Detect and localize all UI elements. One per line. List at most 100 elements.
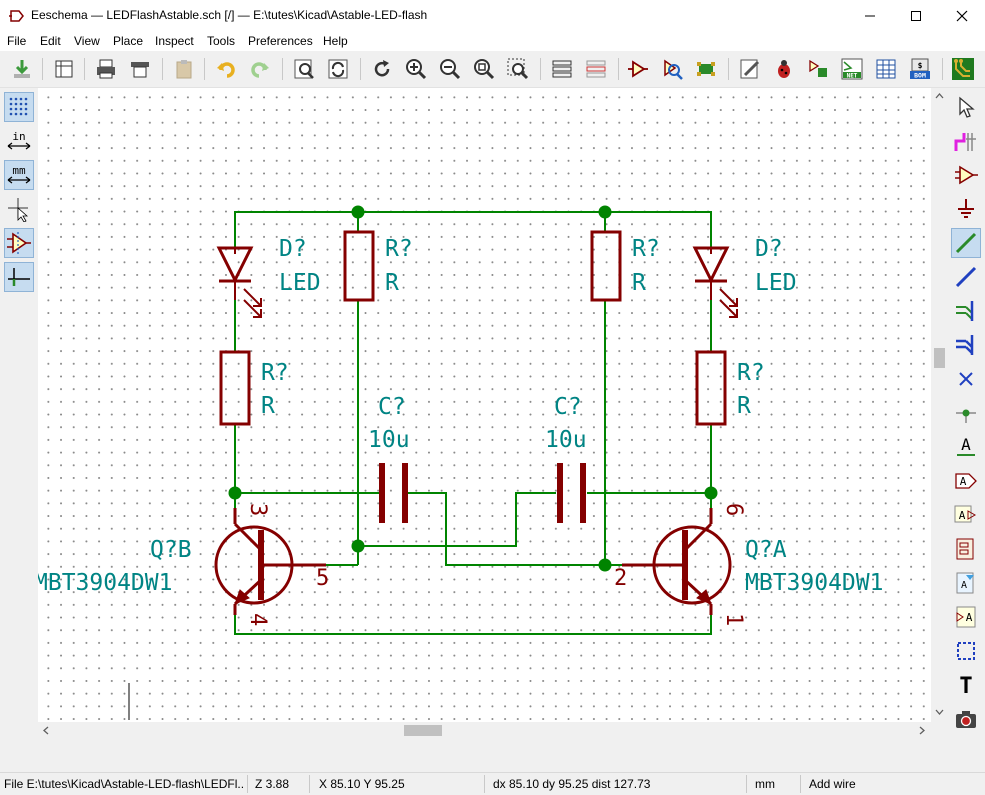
- status-zoom: Z 3.88: [255, 777, 290, 791]
- print-button[interactable]: [92, 55, 120, 83]
- leave-sheet-button[interactable]: [582, 55, 610, 83]
- undo-button[interactable]: [212, 55, 240, 83]
- assign-footprints-button[interactable]: [804, 55, 832, 83]
- bus-bus-entry-icon: [956, 335, 974, 355]
- redo-icon: [251, 62, 269, 78]
- menu-inspect[interactable]: Inspect: [155, 34, 194, 48]
- status-mode: Add wire: [809, 777, 856, 791]
- menu-place[interactable]: Place: [113, 34, 144, 48]
- netlist-icon: NET: [841, 58, 863, 80]
- annotate-button[interactable]: [736, 55, 764, 83]
- netlist-button[interactable]: NET: [838, 55, 866, 83]
- close-button[interactable]: [939, 0, 985, 31]
- find-icon: [294, 59, 314, 79]
- maximize-button[interactable]: [893, 0, 939, 31]
- units-inches-button[interactable]: in: [4, 126, 34, 156]
- erc-button[interactable]: [770, 55, 798, 83]
- import-sheet-pin-button[interactable]: A: [951, 568, 981, 598]
- symbol-browser-button[interactable]: [658, 55, 686, 83]
- resistor-right-led-symbol[interactable]: [695, 350, 727, 426]
- undo-icon: [217, 62, 235, 78]
- select-tool-button[interactable]: [951, 92, 981, 122]
- edit-fields-button[interactable]: [872, 55, 900, 83]
- main-toolbar: NET $BOM: [0, 51, 985, 88]
- add-junction-button[interactable]: [951, 398, 981, 428]
- toggle-grid-button[interactable]: [4, 92, 34, 122]
- menu-view[interactable]: View: [74, 34, 100, 48]
- junction-icon: [956, 409, 976, 423]
- add-global-label-button[interactable]: A: [951, 466, 981, 496]
- cap-right-ref: C?: [554, 394, 582, 420]
- find-button[interactable]: [290, 55, 318, 83]
- add-hierarchical-label-button[interactable]: A: [951, 500, 981, 530]
- add-wire-button[interactable]: [951, 228, 981, 258]
- resistor-left-top-symbol[interactable]: [343, 230, 375, 302]
- download-arrow-icon: [14, 60, 30, 78]
- find-replace-button[interactable]: [324, 55, 352, 83]
- add-bus-button[interactable]: [951, 262, 981, 292]
- units-mm-button[interactable]: mm: [4, 160, 34, 190]
- zoom-fit-button[interactable]: [470, 55, 498, 83]
- minimize-button[interactable]: [847, 0, 893, 31]
- add-bus-to-bus-entry-button[interactable]: [951, 330, 981, 360]
- led-right-symbol[interactable]: [692, 246, 738, 318]
- add-no-connect-button[interactable]: [951, 364, 981, 394]
- plot-button[interactable]: [126, 55, 154, 83]
- show-hidden-pins-button[interactable]: [4, 228, 34, 258]
- orthogonal-lines-button[interactable]: [4, 262, 34, 292]
- footprint-editor-button[interactable]: [692, 55, 720, 83]
- resistor-right-top-symbol[interactable]: [590, 230, 622, 302]
- add-wire-to-bus-entry-button[interactable]: [951, 296, 981, 326]
- redraw-button[interactable]: [368, 55, 396, 83]
- menu-file[interactable]: File: [7, 34, 27, 48]
- bom-icon: $BOM: [910, 58, 930, 80]
- vertical-scrollbar[interactable]: [931, 88, 948, 722]
- schematic-canvas[interactable]: 3 5 4 6 2 1 D? LED D? LED R? R R? R R? R…: [38, 88, 931, 722]
- add-symbol-button[interactable]: [951, 160, 981, 190]
- bom-button[interactable]: $BOM: [906, 55, 934, 83]
- hierarchy-navigator-button[interactable]: [548, 55, 576, 83]
- redo-button[interactable]: [246, 55, 274, 83]
- menu-edit[interactable]: Edit: [40, 34, 61, 48]
- paste-button[interactable]: [170, 55, 198, 83]
- zoom-out-button[interactable]: [436, 55, 464, 83]
- led-left-symbol[interactable]: [216, 246, 262, 318]
- vertical-scrollbar-track: [934, 93, 945, 715]
- zoom-in-button[interactable]: [402, 55, 430, 83]
- wire-icon: [955, 232, 977, 254]
- hierarchical-sheet-icon: [956, 538, 974, 560]
- menu-tools[interactable]: Tools: [207, 34, 236, 48]
- svg-text:A: A: [959, 509, 966, 522]
- add-text-button[interactable]: T: [951, 670, 981, 700]
- menu-help[interactable]: Help: [323, 34, 348, 48]
- add-sheet-pin-button[interactable]: A: [951, 602, 981, 632]
- res-left-led-ref: R?: [261, 360, 289, 386]
- pcbnew-button[interactable]: [949, 55, 977, 83]
- zoom-selection-icon: [507, 58, 529, 80]
- transistor-left-symbol[interactable]: [214, 508, 326, 615]
- horizontal-scrollbar[interactable]: [38, 722, 931, 739]
- zoom-selection-button[interactable]: [504, 55, 532, 83]
- add-hierarchical-sheet-button[interactable]: [951, 534, 981, 564]
- capacitor-left-symbol[interactable]: [379, 463, 408, 523]
- highlight-net-button[interactable]: [951, 126, 981, 156]
- pin-number-q-right-emitter: 1: [721, 613, 746, 626]
- hidden-pins-icon: [7, 232, 31, 254]
- transistor-right-symbol[interactable]: [622, 508, 732, 615]
- full-crosshair-button[interactable]: [4, 194, 34, 224]
- menu-preferences[interactable]: Preferences: [248, 34, 313, 48]
- save-button[interactable]: [8, 55, 36, 83]
- add-power-button[interactable]: [951, 194, 981, 224]
- highlight-net-icon: [954, 133, 976, 151]
- add-label-button[interactable]: A: [951, 432, 981, 462]
- resistor-left-led-symbol[interactable]: [219, 350, 251, 426]
- svg-text:$: $: [918, 61, 923, 70]
- status-bar: File E:\tutes\Kicad\Astable-LED-flash\LE…: [0, 772, 985, 795]
- add-image-button[interactable]: [951, 704, 981, 734]
- junctions: [228, 205, 718, 572]
- capacitor-right-symbol[interactable]: [557, 463, 586, 523]
- q-right-ref: Q?A: [745, 537, 787, 563]
- add-graphic-lines-button[interactable]: [951, 636, 981, 666]
- page-settings-button[interactable]: [50, 55, 78, 83]
- symbol-editor-button[interactable]: [624, 55, 652, 83]
